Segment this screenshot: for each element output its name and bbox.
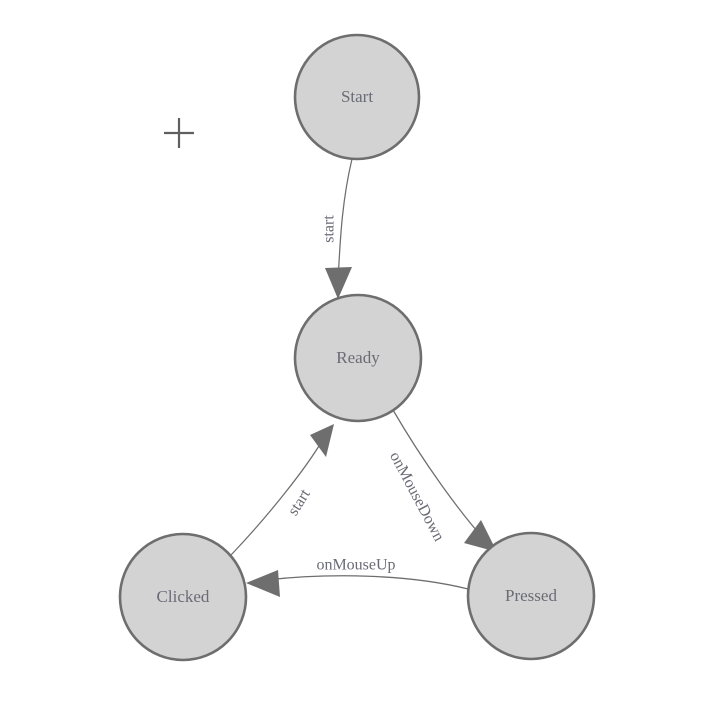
edge-label-start-to-ready: start: [321, 215, 338, 243]
edge-pressed-to-clicked[interactable]: [246, 570, 469, 597]
edge-label-clicked-to-ready: start: [285, 486, 314, 519]
crosshair-icon: [164, 118, 194, 148]
edge-start-to-ready[interactable]: [325, 158, 353, 299]
edge-path-start-to-ready: [337, 158, 353, 281]
node-start-label: Start: [341, 87, 373, 106]
node-clicked[interactable]: Clicked: [118, 532, 248, 662]
edge-clicked-to-ready[interactable]: [230, 424, 334, 556]
node-start[interactable]: Start: [293, 33, 421, 161]
arrowhead-into-pressed: [464, 520, 497, 552]
edge-path-pressed-to-clicked: [265, 575, 469, 590]
edge-label-ready-to-pressed: onMouseDown: [386, 449, 447, 544]
node-clicked-label: Clicked: [157, 587, 210, 606]
arrowhead-into-ready-from-start: [325, 267, 352, 299]
node-ready-circle[interactable]: [293, 293, 423, 423]
node-ready[interactable]: Ready: [293, 293, 423, 423]
edge-path-ready-to-pressed: [392, 409, 484, 539]
node-pressed-circle[interactable]: [466, 531, 596, 661]
edge-label-pressed-to-clicked: onMouseUp: [316, 557, 395, 574]
arrowhead-into-clicked: [246, 570, 280, 597]
edge-ready-to-pressed[interactable]: [392, 409, 497, 552]
arrowhead-into-ready-from-clicked: [310, 424, 334, 457]
node-pressed[interactable]: Pressed: [466, 531, 596, 661]
node-pressed-label: Pressed: [505, 586, 557, 605]
node-start-circle[interactable]: [293, 33, 421, 161]
node-clicked-circle[interactable]: [118, 532, 248, 662]
node-ready-label: Ready: [336, 348, 380, 367]
edge-path-clicked-to-ready: [230, 440, 323, 556]
